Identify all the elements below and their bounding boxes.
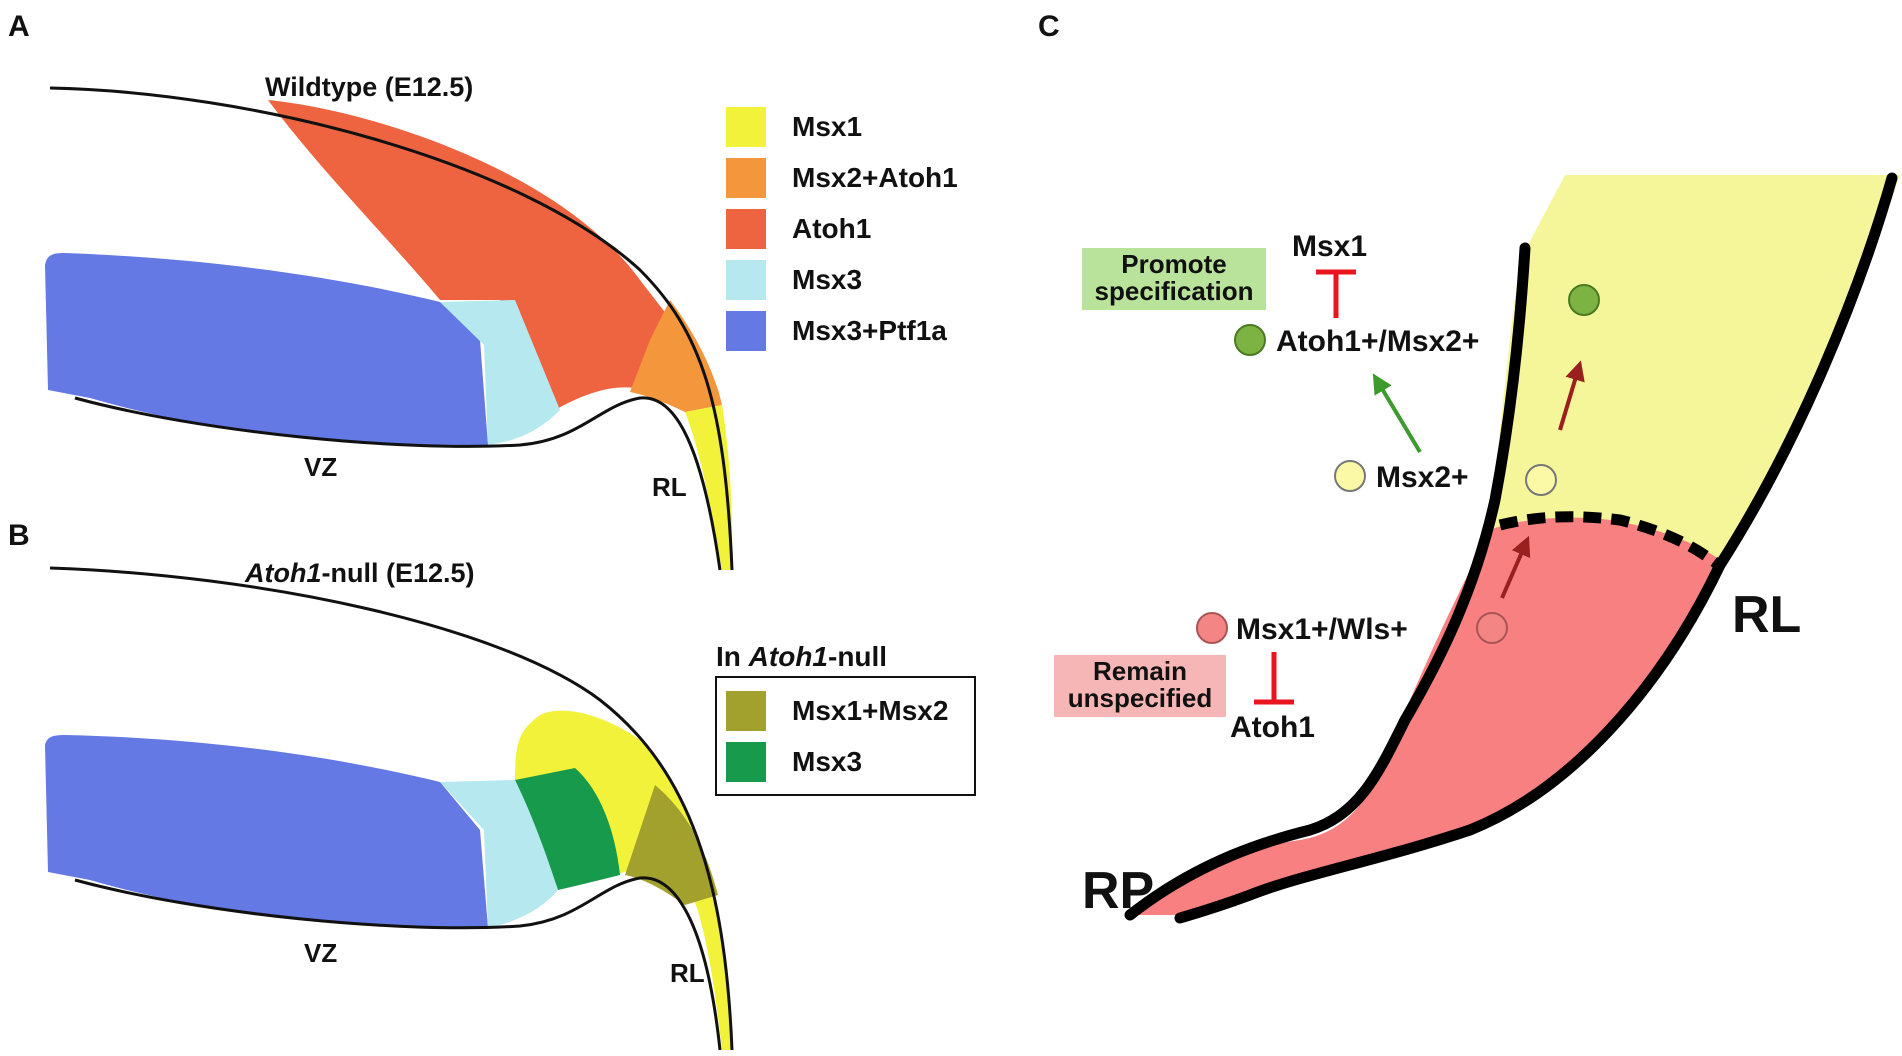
legend-swatch-b-msx3 [726,742,766,782]
c-msx2-label: Msx2+ [1376,461,1469,494]
c-pink-cell-rl [1476,612,1508,644]
panel-c: C Promote specification Msx1 Atoh1+/Msx2… [1038,10,1900,924]
legend-swatch-msx2-atoh1 [726,158,766,198]
c-right-wall [1174,172,1898,924]
b-msx3-region [440,780,558,928]
panel-b-outer-outline [49,566,734,1051]
b-msx3-ptf1a-region [45,735,488,928]
legend-label-msx2-atoh1: Msx2+Atoh1 [792,162,958,193]
panel-a-inner-outline [74,396,722,571]
legend-title-prefix: In [716,641,749,672]
msx2-atoh1-region [630,300,722,412]
c-green-cell-rl [1568,284,1600,316]
legend-label-msx1: Msx1 [792,111,862,142]
c-green-arrow [1372,373,1422,454]
c-atoh1-msx2-label: Atoh1+/Msx2+ [1276,325,1479,358]
panel-a-legend: Msx1 Msx2+Atoh1 Atoh1 Msx3 Msx3+Ptf1a [726,107,958,351]
panel-a-title: Wildtype (E12.5) [265,72,473,102]
panel-b-letter: B [8,519,30,552]
legend-swatch-msx1-msx2 [726,691,766,731]
c-atoh1-bottom-label: Atoh1 [1230,711,1315,744]
panel-b-vz-label: VZ [304,938,337,968]
panel-a-letter: A [8,10,30,43]
panel-b-title-gene: Atoh1 [244,558,322,588]
c-rl-label: RL [1732,586,1801,644]
legend-title-suffix: -null [828,641,887,672]
panel-c-letter: C [1038,10,1060,43]
legend-title-gene: Atoh1 [748,641,828,672]
panel-a-outer-outline [49,86,734,571]
c-msx1-wls-label: Msx1+/Wls+ [1236,613,1408,646]
legend-swatch-msx3-ptf1a [726,311,766,351]
c-pink-cell-legend [1196,612,1228,644]
legend-label-msx3: Msx3 [792,264,862,295]
remain-line-1: Remain [1093,656,1187,686]
b-msx1-msx2-region [625,785,718,905]
panel-b-legend-title: In Atoh1-null [716,641,887,672]
msx3-ptf1a-region [45,253,488,446]
c-msx1-top-label: Msx1 [1292,230,1367,263]
c-yellow-cell-rl [1525,464,1557,496]
panel-b-title: Atoh1-null (E12.5) [244,558,475,588]
panel-b-legend-frame [715,676,976,796]
legend-label-atoh1: Atoh1 [792,213,871,244]
panel-b: B Atoh1-null (E12.5) VZ RL In Atoh1-null… [8,519,976,1051]
panel-a-rl-label: RL [652,472,687,502]
panel-b-rl-label: RL [670,958,705,988]
c-green-cell-legend [1234,324,1266,356]
c-pink-region [1130,517,1720,915]
promote-line-1: Promote [1121,249,1226,279]
remain-unspecified-box [1054,655,1226,717]
legend-label-msx1-msx2: Msx1+Msx2 [792,695,948,726]
c-yellow-cell-legend [1334,460,1366,492]
legend-swatch-atoh1 [726,209,766,249]
b-msx3-green-region [515,768,620,890]
c-arrow-yellow-to-green [1558,360,1585,431]
msx3-region [440,300,560,445]
legend-swatch-msx3 [726,260,766,300]
legend-label-msx3-ptf1a: Msx3+Ptf1a [792,315,947,346]
panel-b-title-rest: -null (E12.5) [322,558,475,588]
promote-line-2: specification [1095,276,1254,306]
remain-line-2: unspecified [1068,683,1212,713]
c-rp-label: RP [1082,862,1154,920]
c-dashed-boundary [1498,511,1726,573]
promote-specification-box [1082,248,1266,310]
c-yellow-region [1490,175,1900,560]
panel-b-legend: In Atoh1-null Msx1+Msx2 Msx3 [715,641,976,796]
legend-swatch-msx1 [726,107,766,147]
c-arrow-pink-to-yellow [1500,535,1531,599]
panel-b-inner-outline [74,876,722,1051]
legend-label-b-msx3: Msx3 [792,746,862,777]
panel-a: A Wildtype (E12.5) VZ RL Msx1 Msx2+Atoh1… [8,10,958,571]
atoh1-region [268,100,720,410]
c-left-wall [1124,242,1531,921]
panel-a-vz-label: VZ [304,452,337,482]
